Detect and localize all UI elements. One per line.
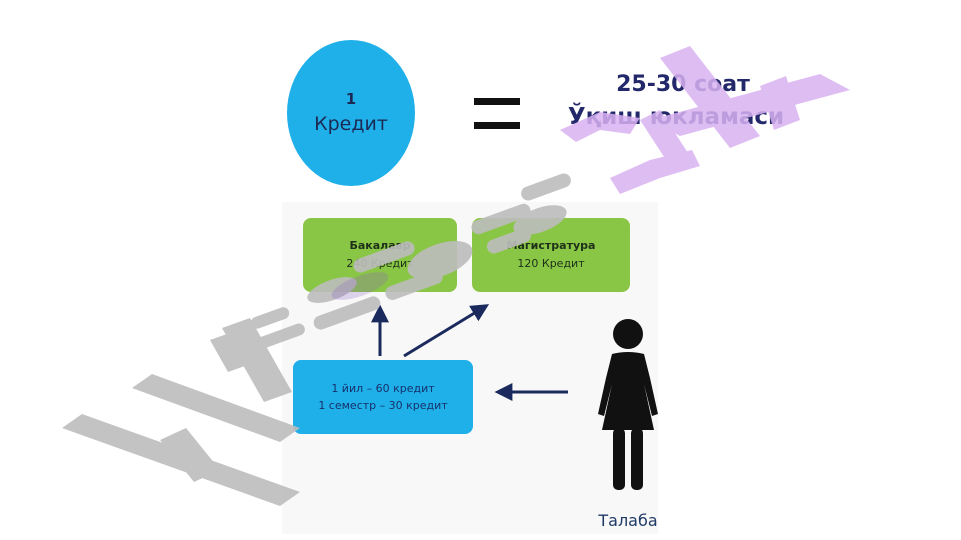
equals-bar-top xyxy=(474,98,520,105)
bachelor-title: Бакалавр xyxy=(349,239,411,252)
master-credits: 120 Кредит xyxy=(517,257,585,270)
female-person-icon xyxy=(598,319,658,490)
credit-circle: 1 Кредит xyxy=(287,40,415,186)
equals-bar-bottom xyxy=(474,122,520,129)
credit-number: 1 xyxy=(345,90,357,108)
workload-text: 25-30 соат Ўқиш юкламаси xyxy=(556,70,796,132)
bachelor-box: Бакалавр 240 Кредит xyxy=(303,218,457,292)
year-credits: 1 йил – 60 кредит xyxy=(331,382,435,395)
workload-hours: 25-30 соат xyxy=(616,72,750,97)
study-load-box: 1 йил – 60 кредит 1 семестр – 30 кредит xyxy=(293,360,473,434)
master-box: Магистратура 120 Кредит xyxy=(472,218,630,292)
workload-label: Ўқиш юкламаси xyxy=(567,104,785,130)
bachelor-credits: 240 Кредит xyxy=(346,257,414,270)
student-label: Талаба xyxy=(598,511,658,530)
equals-sign xyxy=(474,98,520,132)
master-title: Магистратура xyxy=(506,239,596,252)
credit-label: Кредит xyxy=(314,113,388,135)
semester-credits: 1 семестр – 30 кредит xyxy=(318,399,448,412)
